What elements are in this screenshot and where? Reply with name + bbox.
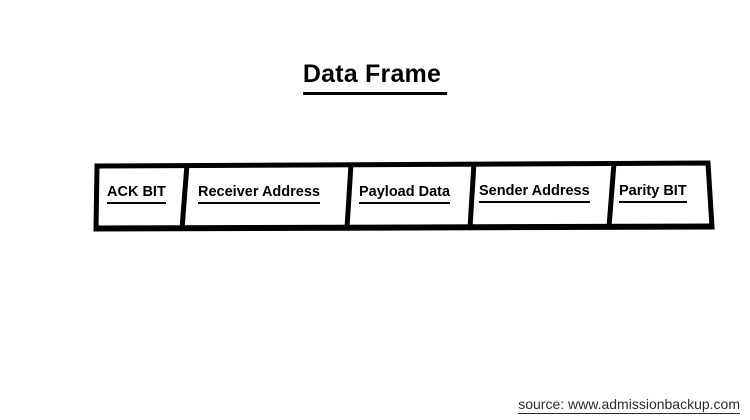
- data-frame-outline: [93, 160, 715, 232]
- frame-divider-4: [606, 162, 617, 228]
- frame-field-receiver-address: Receiver Address: [198, 185, 320, 204]
- source-attribution: source: www.admissionbackup.com: [518, 396, 740, 414]
- data-frame-diagram: ACK BIT Receiver Address Payload Data Se…: [88, 152, 718, 238]
- frame-divider-3: [467, 162, 477, 229]
- frame-field-sender-address: Sender Address: [479, 184, 590, 203]
- frame-field-payload-data: Payload Data: [359, 185, 451, 204]
- page-title: Data Frame: [0, 60, 750, 95]
- frame-field-ack-bit: ACK BIT: [107, 185, 166, 204]
- source-attribution-text: source: www.admissionbackup.com: [518, 396, 740, 414]
- page-title-text: Data Frame: [302, 60, 448, 95]
- frame-divider-2: [344, 163, 354, 229]
- frame-bottom-edge: [94, 223, 714, 231]
- frame-divider-1: [179, 163, 190, 230]
- frame-field-parity-bit: Parity BIT: [619, 184, 687, 203]
